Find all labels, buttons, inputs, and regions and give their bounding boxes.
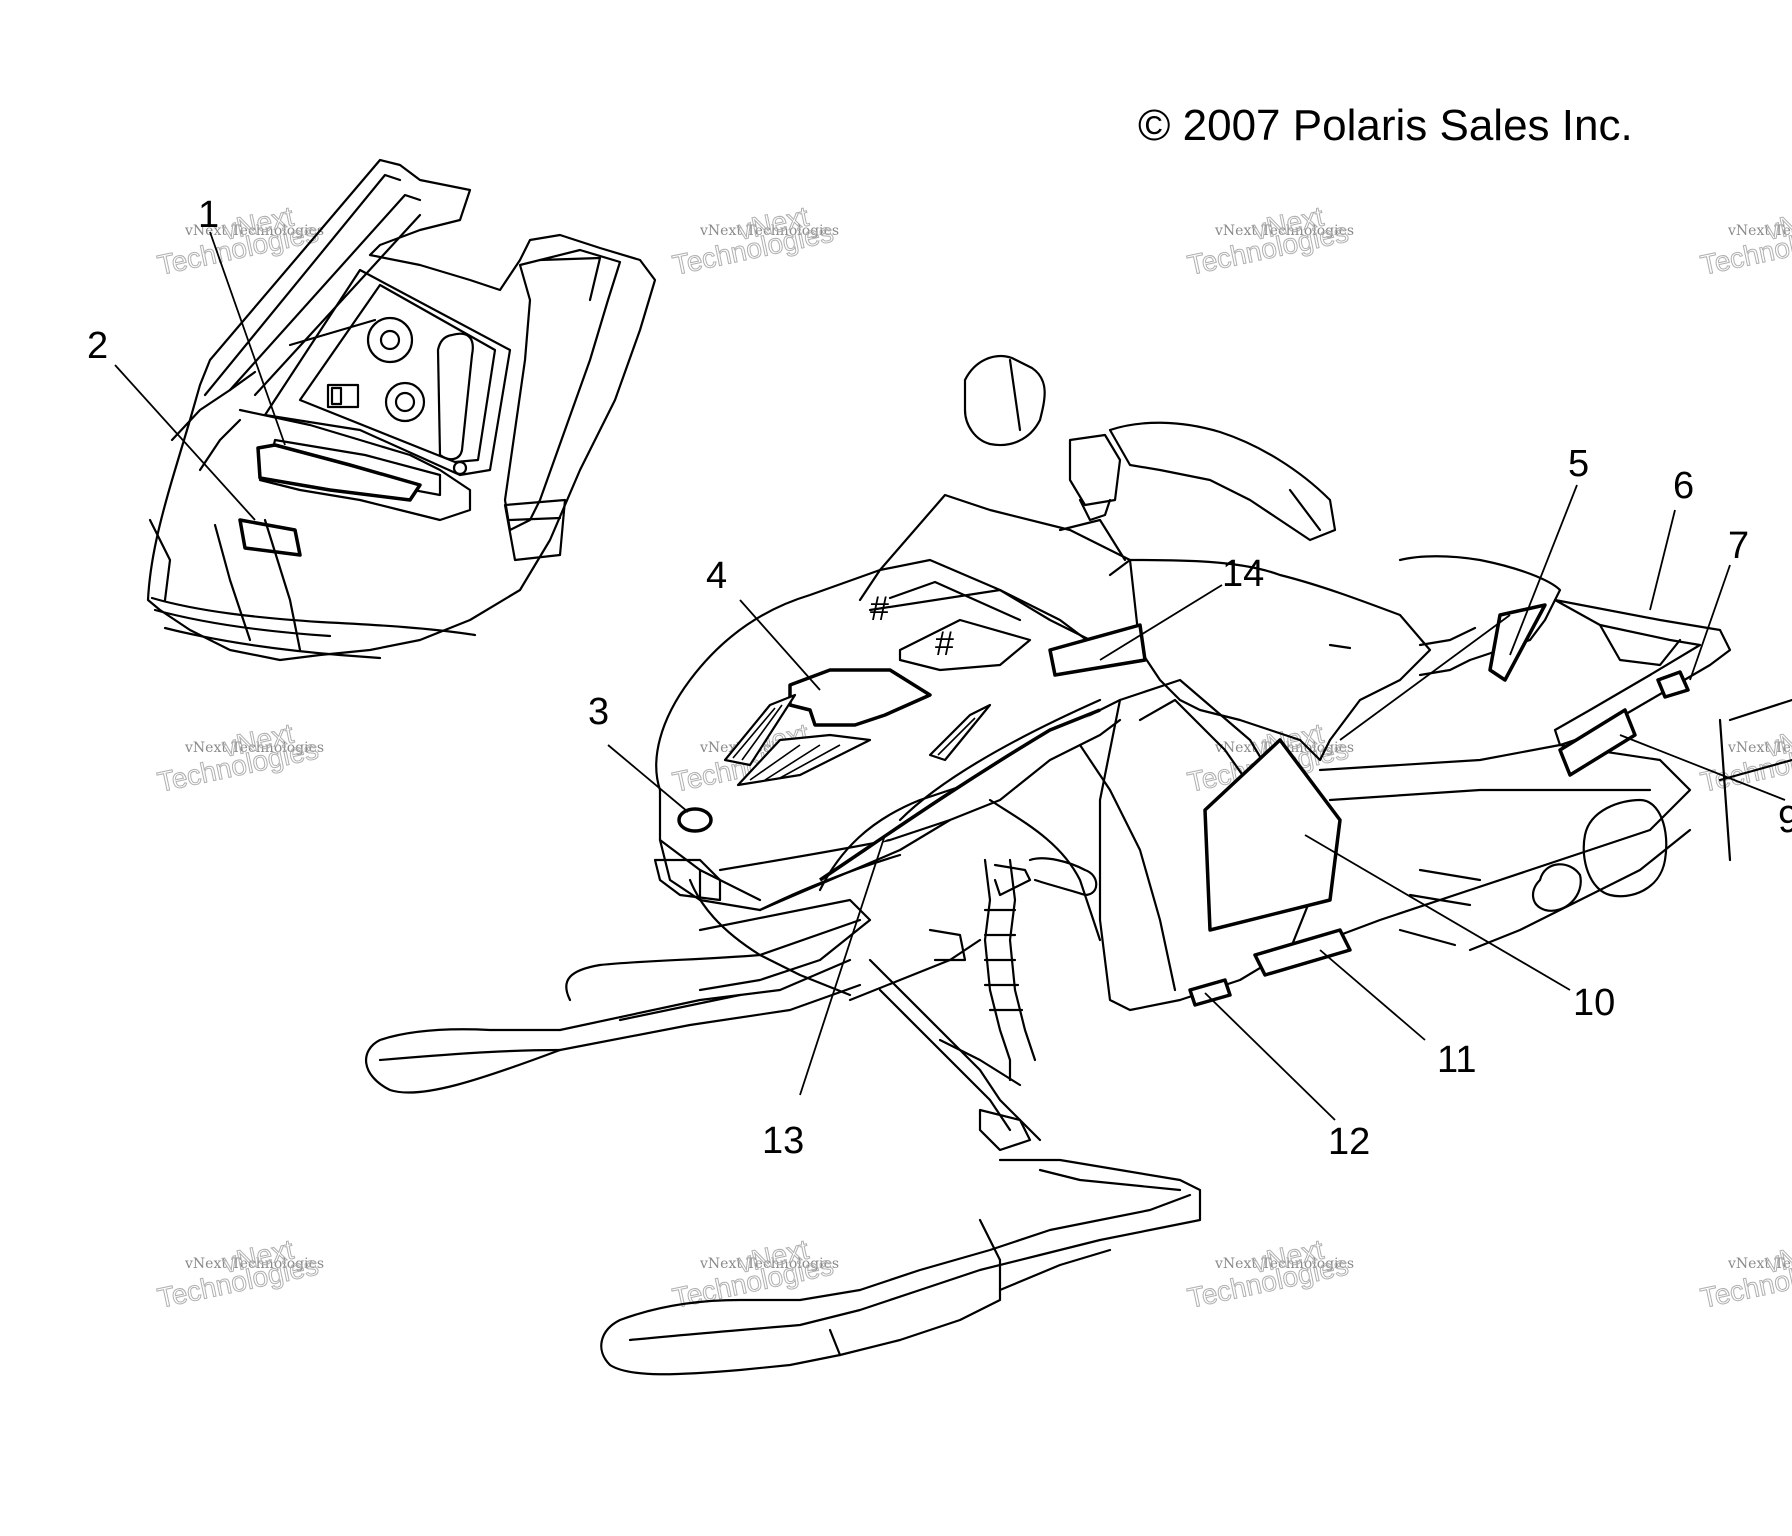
watermark-text: vNext Technologies — [1214, 1256, 1354, 1272]
watermark: vNext Technologies Technologies vNext — [1697, 717, 1792, 798]
leader-5b — [1339, 614, 1511, 741]
leader-9 — [1619, 734, 1786, 801]
console-inset-drawing — [146, 158, 657, 662]
callout-2: 2 — [87, 325, 108, 367]
callout-14: 14 — [1222, 553, 1264, 595]
watermark-text: vNext Technologies — [1214, 223, 1354, 239]
decal-7-small — [1656, 670, 1690, 699]
decal-3-emblem — [677, 807, 713, 833]
watermark: vNext Technologies Technologies vNext — [1184, 200, 1354, 281]
leader-10 — [1304, 834, 1571, 991]
callout-3: 3 — [588, 691, 609, 733]
callout-9: 9 — [1778, 799, 1792, 841]
snowmobile-drawing — [364, 354, 1792, 1376]
callout-7: 7 — [1728, 525, 1749, 567]
watermark: vNext Technologies Technologies vNext — [154, 1233, 324, 1314]
decal-11-stripe — [1253, 928, 1352, 977]
copyright-notice: © 2007 Polaris Sales Inc. — [1138, 101, 1633, 150]
leader-5a — [1509, 484, 1578, 656]
gauge-icon — [384, 381, 426, 423]
watermark: vNext Technologies Technologies vNext — [154, 200, 324, 281]
watermark-text: vNext Technologies — [1727, 223, 1792, 239]
watermark-text: vNext — [1763, 201, 1792, 246]
callout-5: 5 — [1568, 443, 1589, 485]
switch-icon — [326, 383, 360, 409]
watermark-text: vNext Technologies — [184, 740, 324, 756]
callout-13: 13 — [762, 1120, 804, 1162]
watermark-text: vNext Technologies — [699, 223, 839, 239]
decal-12-small — [1188, 978, 1232, 1007]
watermark-text: vNext Technologies — [699, 1256, 839, 1272]
decal-shapes: # # — [677, 590, 1690, 1007]
leader-4 — [739, 599, 821, 691]
callout-11: 11 — [1437, 1039, 1476, 1081]
callout-labels: 1 2 3 4 5 6 7 9 10 11 12 13 14 — [87, 194, 1792, 1163]
callout-12: 12 — [1328, 1121, 1370, 1163]
callout-10: 10 — [1573, 982, 1615, 1024]
decal-2-shape — [256, 443, 422, 502]
copyright-text: © 2007 Polaris Sales Inc. — [1138, 101, 1633, 150]
leader-7 — [1689, 564, 1731, 681]
watermark-text: vNext — [1763, 718, 1792, 763]
hash-mark-icon: # — [870, 590, 889, 628]
watermark-text: vNext — [1763, 1234, 1792, 1279]
watermark: vNext Technologies Technologies vNext — [1184, 1233, 1354, 1314]
decal-10-panel — [1203, 738, 1342, 932]
decal-14-stripe — [1048, 623, 1147, 677]
watermark-text: vNext Technologies — [184, 1256, 324, 1272]
watermark: vNext Technologies Technologies vNext — [669, 200, 839, 281]
leader-14 — [1099, 584, 1223, 661]
hash-mark-icon: # — [935, 625, 954, 663]
gauge-icon — [366, 316, 414, 364]
callout-1: 1 — [198, 194, 219, 236]
watermark-text: vNext Technologies — [1727, 740, 1792, 756]
callout-4: 4 — [706, 555, 727, 597]
decal-4-arrow — [788, 668, 932, 727]
decal-9-stripe — [1558, 708, 1637, 777]
watermark-text: vNext Technologies — [1727, 1256, 1792, 1272]
leader-1 — [209, 231, 286, 446]
vent-hatching — [732, 704, 976, 781]
leader-3 — [607, 744, 689, 813]
leader-11 — [1319, 949, 1426, 1041]
leader-lines — [114, 231, 1786, 1121]
leader-13 — [799, 834, 886, 1096]
callout-6: 6 — [1673, 465, 1694, 507]
watermark: vNext Technologies Technologies vNext — [1697, 200, 1792, 281]
decal-5-stripe — [1488, 603, 1547, 682]
watermark: vNext Technologies Technologies vNext — [1697, 1233, 1792, 1314]
leader-12 — [1204, 992, 1336, 1121]
watermark-text: vNext Technologies — [184, 223, 324, 239]
watermark: vNext Technologies Technologies vNext — [154, 717, 324, 798]
leader-6 — [1649, 509, 1676, 611]
decal-13-stripe — [819, 708, 1101, 882]
leader-2 — [114, 364, 256, 521]
